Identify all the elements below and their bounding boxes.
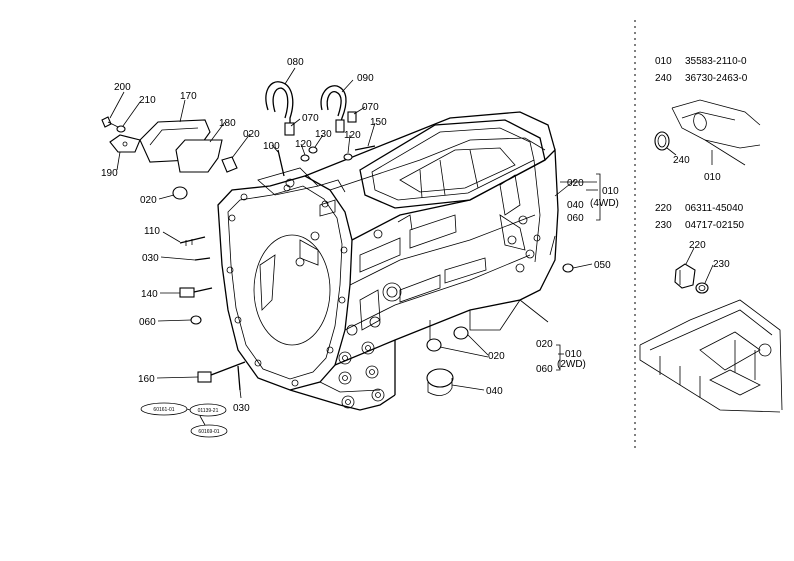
variant-brackets <box>556 173 601 371</box>
label-140: 140 <box>141 289 158 300</box>
part-210-washer <box>116 125 126 133</box>
label-020-2wd: 020 <box>536 339 553 350</box>
label-010-inset: 010 <box>704 172 721 183</box>
label-240-inset: 240 <box>673 155 690 166</box>
part-030-pins <box>194 257 241 391</box>
label-2wd: (2WD) <box>557 359 586 370</box>
label-220-inset: 220 <box>689 240 706 251</box>
inset-seal-detail: 240 010 <box>654 99 761 183</box>
label-030-left: 030 <box>142 253 159 264</box>
part-060-plugs <box>190 263 574 325</box>
pn-ref-220: 220 <box>655 203 672 214</box>
label-190: 190 <box>101 168 118 179</box>
label-040-4wd: 040 <box>567 200 584 211</box>
label-060-2wd: 060 <box>536 364 553 375</box>
pn-number-230: 04717-02150 <box>685 220 744 231</box>
part-140-bolt <box>179 287 213 298</box>
part-080-pipe <box>265 81 295 136</box>
label-230-inset: 230 <box>713 259 730 270</box>
label-120-right: 120 <box>344 130 361 141</box>
reference-stamps: 60161-01 01139-21 60169-01 <box>140 402 228 438</box>
label-110: 110 <box>144 226 160 237</box>
label-100: 100 <box>263 141 280 152</box>
label-070-left: 070 <box>302 113 319 124</box>
label-020-top: 020 <box>243 129 260 140</box>
label-120-left: 120 <box>295 139 312 150</box>
leader-lines <box>109 67 597 399</box>
pn-ref-230: 230 <box>655 220 672 231</box>
label-4wd: (4WD) <box>590 198 619 209</box>
label-060-left: 060 <box>139 317 156 328</box>
label-080: 080 <box>287 57 304 68</box>
label-170: 170 <box>180 91 197 102</box>
label-040-bottom: 040 <box>486 386 503 397</box>
callout-labels: 200 210 170 180 190 080 090 070 070 020 … <box>101 57 619 414</box>
label-130: 130 <box>315 129 332 140</box>
label-160: 160 <box>138 374 155 385</box>
pn-ref-240: 240 <box>655 73 672 84</box>
stamp-3: 60169-01 <box>198 429 219 435</box>
transmission-case-housing <box>217 111 559 411</box>
part-110-stud <box>179 236 206 246</box>
label-150: 150 <box>370 117 387 128</box>
label-050: 050 <box>594 260 611 271</box>
label-010-2wd: 010 <box>565 349 582 360</box>
label-020-left: 020 <box>140 195 157 206</box>
label-020-4wd: 020 <box>567 178 584 189</box>
flange-bolt-holes <box>226 184 348 387</box>
label-200: 200 <box>114 82 131 93</box>
stamp-2: 01139-21 <box>198 408 219 414</box>
part-040-cap <box>426 368 454 396</box>
part-020-dowels <box>172 156 469 352</box>
part-070-fittings <box>335 111 357 133</box>
label-090: 090 <box>357 73 374 84</box>
part-180-gasket <box>175 139 223 173</box>
stamp-1: 60161-01 <box>153 407 174 413</box>
pn-number-220: 06311-45040 <box>685 203 744 214</box>
label-010-4wd: 010 <box>602 186 619 197</box>
label-020-mid: 020 <box>488 351 505 362</box>
label-060-4wd: 060 <box>567 213 584 224</box>
label-210: 210 <box>139 95 156 106</box>
label-070-right: 070 <box>362 102 379 113</box>
lower-flange-bosses <box>338 316 385 409</box>
pn-number-240: 36730-2463-0 <box>685 73 748 84</box>
pn-ref-010: 010 <box>655 56 672 67</box>
part-200-bolt <box>101 116 119 128</box>
inset-plug-detail: 220 230 <box>639 240 783 413</box>
part-100-120-130-150 <box>277 145 376 177</box>
part-190-bracket <box>109 134 141 153</box>
label-030-bottom: 030 <box>233 403 250 414</box>
label-180: 180 <box>219 118 236 129</box>
pn-number-010: 35583-2110-0 <box>685 56 747 67</box>
part-090-pipe <box>320 85 347 126</box>
part-number-list: 010 35583-2110-0 240 36730-2463-0 220 06… <box>655 56 748 231</box>
